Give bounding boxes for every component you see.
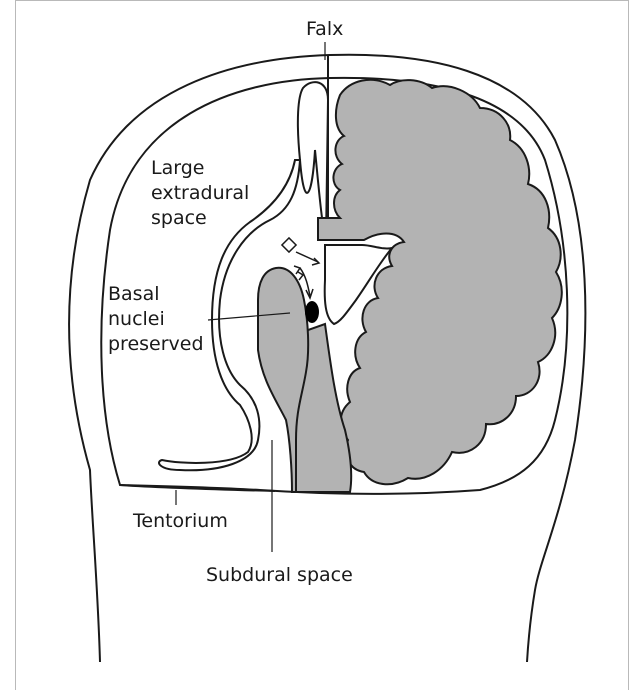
arrow-feather-2	[298, 272, 303, 280]
arrow-tail-square	[282, 238, 296, 252]
label-basal-line-2: nuclei	[108, 308, 165, 330]
label-basal-line-1: Basal	[108, 283, 160, 305]
label-extradural-line-2: extradural	[151, 182, 249, 204]
label-tentorium: Tentorium	[132, 510, 228, 532]
label-falx: Falx	[306, 18, 343, 40]
label-subdural-space: Subdural space	[206, 564, 353, 586]
falx-fold	[298, 82, 328, 240]
lesion	[305, 301, 319, 323]
tentorium-shelf	[120, 485, 275, 491]
arrow-line-1	[296, 252, 318, 262]
label-extradural-line-1: Large	[151, 157, 204, 179]
label-basal-line-3: preserved	[108, 333, 204, 355]
label-extradural-line-3: space	[151, 207, 207, 229]
